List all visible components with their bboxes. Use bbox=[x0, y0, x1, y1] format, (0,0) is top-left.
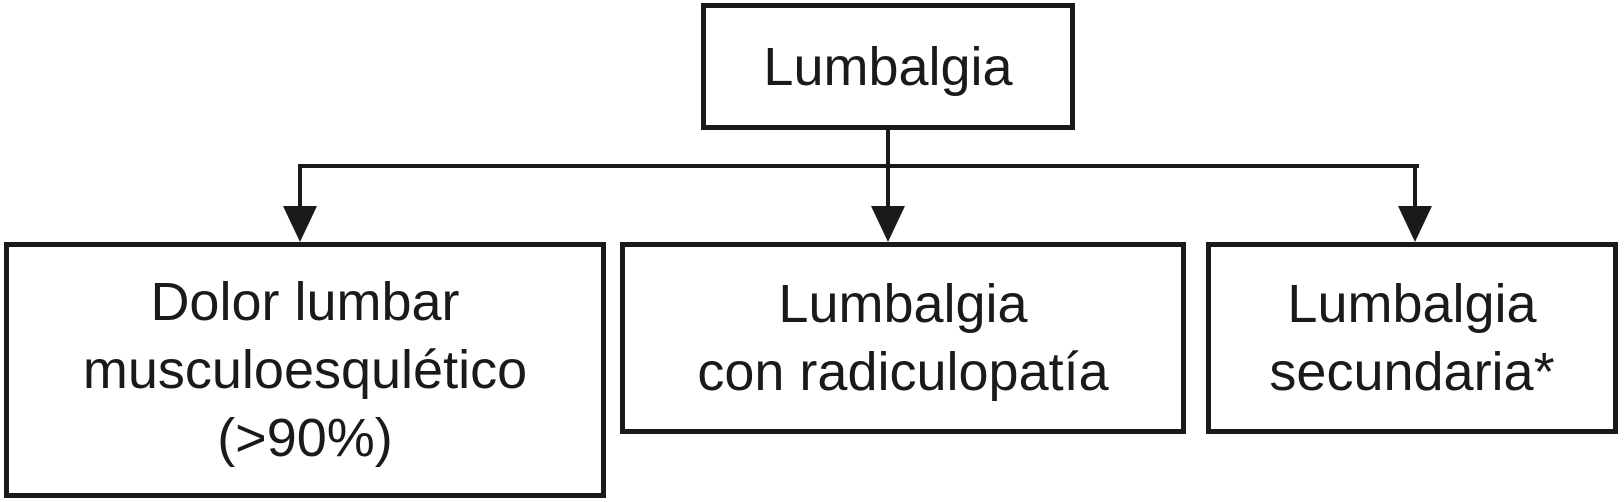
node-line: con radiculopatía bbox=[697, 342, 1109, 402]
connector-right-stem bbox=[1413, 164, 1417, 212]
node-dolor-lumbar-musculoesqueletico: Dolor lumbar musculoesqulético (>90%) bbox=[4, 242, 606, 498]
node-lumbalgia-root-label: Lumbalgia bbox=[763, 36, 1013, 97]
node-lumbalgia-secundaria: Lumbalgia secundaria* bbox=[1206, 242, 1618, 434]
node-line: Lumbalgia bbox=[1287, 274, 1537, 334]
arrowhead-down-left-icon bbox=[283, 206, 317, 242]
connector-root-stem bbox=[886, 130, 890, 210]
node-lumbalgia-root: Lumbalgia bbox=[701, 3, 1075, 130]
arrowhead-down-right-icon bbox=[1398, 206, 1432, 242]
connector-horizontal-bar bbox=[298, 164, 1419, 168]
node-line: secundaria* bbox=[1269, 342, 1555, 402]
node-line: Dolor lumbar bbox=[150, 272, 460, 332]
node-lumbalgia-con-radiculopatia: Lumbalgia con radiculopatía bbox=[620, 242, 1186, 434]
node-line: Lumbalgia bbox=[778, 274, 1028, 334]
node-line: (>90%) bbox=[217, 408, 393, 468]
connector-left-stem bbox=[298, 164, 302, 212]
node-line: musculoesqulético bbox=[82, 340, 528, 400]
arrowhead-down-center-icon bbox=[871, 206, 905, 242]
